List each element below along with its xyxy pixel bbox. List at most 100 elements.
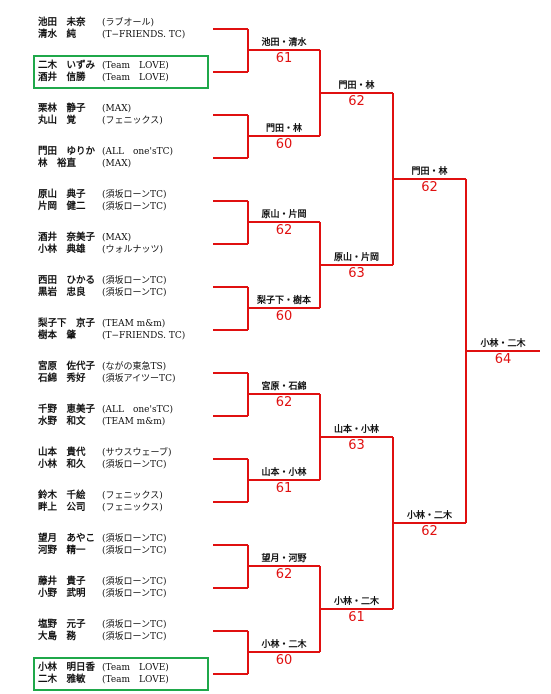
player-row: 黒岩 忠良 (須坂ローンTC) [38,287,238,299]
player-club: (フェニックス) [102,116,163,126]
winner-label: 小林・二木 [261,640,307,650]
player-club: (MAX) [102,159,132,169]
player-club: (MAX) [102,233,132,243]
player-row: 宮原 佐代子(ながの東急TS) [38,361,238,373]
player-club: (ながの東急TS) [102,362,167,372]
player-row: 石綿 秀好(須坂アイツーTC) [38,373,238,385]
player-club: (須坂ローンTC) [102,276,167,286]
winner-label: 小林・二木 [333,597,380,607]
match-score: 62 [275,567,293,582]
player-pair: 宮原 佐代子(ながの東急TS)石綿 秀好(須坂アイツーTC) [38,361,238,385]
player-name: 大島 務 [38,631,77,642]
player-club: (須坂ローンTC) [102,577,167,587]
match-score: 60 [275,309,293,324]
player-pair: 千野 恵美子 (ALL one'sTC) 水野 和文 (TEAM m&m) [38,404,238,428]
player-club: (MAX) [102,104,132,114]
player-row: 池田 未奈(ラブオール) [38,17,238,29]
winner-label: 宮原・石綿 [261,382,307,392]
player-club: (須坂ローンTC) [102,546,167,556]
player-club: (須坂ローンTC) [102,288,167,298]
player-name: 西田 ひかる [38,275,96,286]
player-row: 酒井 奈美子(MAX) [38,232,238,244]
winner-label: 門田・林 [265,124,303,134]
player-pair: 池田 未奈(ラブオール)清水 純(T−FRIENDS. TC) [38,17,238,41]
player-name: 二木 雅敏 [38,674,86,685]
player-club: (ウォルナッツ) [102,245,164,255]
player-club: (Team LOVE) [102,663,169,673]
player-club: (須坂ローンTC) [102,202,167,212]
winner-label: 小林・二木 [480,339,526,349]
player-club: (TEAM m&m) [102,319,166,329]
player-name: 栗林 静子 [38,103,86,114]
player-name: 片岡 健二 [38,201,86,212]
player-pair: 門田 ゆりか(ALL one'sTC)林 裕直(MAX) [38,146,238,170]
player-name: 千野 恵美子 [38,404,96,415]
player-club: (TEAM m&m) [102,417,166,427]
player-name: 黒岩 忠良 [38,287,86,298]
player-row: 丸山 覚(フェニックス) [38,115,238,127]
winner-label: 門田・林 [338,81,375,91]
match-score: 61 [275,481,293,496]
player-row: 望月 あやこ (須坂ローンTC) [38,533,238,545]
player-pair: 栗林 静子 (MAX)丸山 覚(フェニックス) [38,103,238,127]
player-club: (須坂ローンTC) [102,620,167,630]
match-score: 62 [421,524,438,539]
player-row: 西田 ひかる (須坂ローンTC) [38,275,238,287]
player-name: 二木 いずみ [38,60,96,71]
player-club: (ラブオール) [102,18,155,28]
winner-label: 原山・片岡 [333,253,380,263]
player-row: 藤井 貴子(須坂ローンTC) [38,576,238,588]
player-name: 小林 明日香 [38,662,96,673]
player-row: 水野 和文 (TEAM m&m) [38,416,238,428]
player-row: 酒井 信勝 (Team LOVE) [38,72,238,84]
player-club: (ALL one'sTC) [102,405,173,415]
player-row: 小林 典雄 (ウォルナッツ) [38,244,238,256]
player-pair: 酒井 奈美子(MAX)小林 典雄 (ウォルナッツ) [38,232,238,256]
player-row: 大島 務 (須坂ローンTC) [38,631,238,643]
match-score: 62 [275,223,293,238]
match-score: 60 [275,653,293,668]
player-row: 原山 典子(須坂ローンTC) [38,189,238,201]
player-name: 鈴木 千絵 [38,490,86,501]
player-name: 酒井 信勝 [38,72,86,83]
highlight-box [33,55,209,89]
player-club: (フェニックス) [102,491,163,501]
player-pair: 小林 明日香 (Team LOVE)二木 雅敏(Team LOVE) [38,662,238,686]
highlight-box [33,657,209,691]
player-row: 二木 雅敏(Team LOVE) [38,674,238,686]
player-club: (T−FRIENDS. TC) [102,331,186,341]
match-score: 63 [348,438,365,453]
player-row: 小林 明日香 (Team LOVE) [38,662,238,674]
winner-label: 山本・小林 [261,468,307,478]
player-name: 石綿 秀好 [38,373,86,384]
player-club: (須坂ローンTC) [102,534,167,544]
player-name: 水野 和文 [38,416,86,427]
winner-label: 池田・清水 [261,38,307,48]
match-score: 61 [348,610,365,625]
player-name: 小林 典雄 [38,244,86,255]
player-row: 小野 武明(須坂ローンTC) [38,588,238,600]
player-name: 望月 あやこ [38,533,96,544]
match-score: 62 [421,180,438,195]
match-score: 63 [348,266,365,281]
player-pair: 藤井 貴子(須坂ローンTC)小野 武明(須坂ローンTC) [38,576,238,600]
winner-label: 梨子下・樹本 [256,296,312,306]
player-pair: 梨子下 京子 (TEAM m&m)樹本 肇(T−FRIENDS. TC) [38,318,238,342]
player-row: 塩野 元子(須坂ローンTC) [38,619,238,631]
player-name: 林 裕直 [38,158,77,169]
player-club: (Team LOVE) [102,73,169,83]
match-score: 60 [275,137,293,152]
player-pair: 二木 いずみ(Team LOVE)酒井 信勝 (Team LOVE) [38,60,238,84]
player-club: (フェニックス) [102,503,163,513]
player-name: 河野 精一 [38,545,86,556]
player-row: 樹本 肇(T−FRIENDS. TC) [38,330,238,342]
player-row: 二木 いずみ(Team LOVE) [38,60,238,72]
player-name: 小林 和久 [38,459,86,470]
player-pair: 望月 あやこ (須坂ローンTC) 河野 精一 (須坂ローンTC) [38,533,238,557]
player-club: (須坂ローンTC) [102,632,167,642]
player-name: 原山 典子 [38,189,86,200]
player-pair: 鈴木 千絵(フェニックス)畔上 公司(フェニックス) [38,490,238,514]
player-name: 梨子下 京子 [38,318,96,329]
player-row: 清水 純(T−FRIENDS. TC) [38,29,238,41]
